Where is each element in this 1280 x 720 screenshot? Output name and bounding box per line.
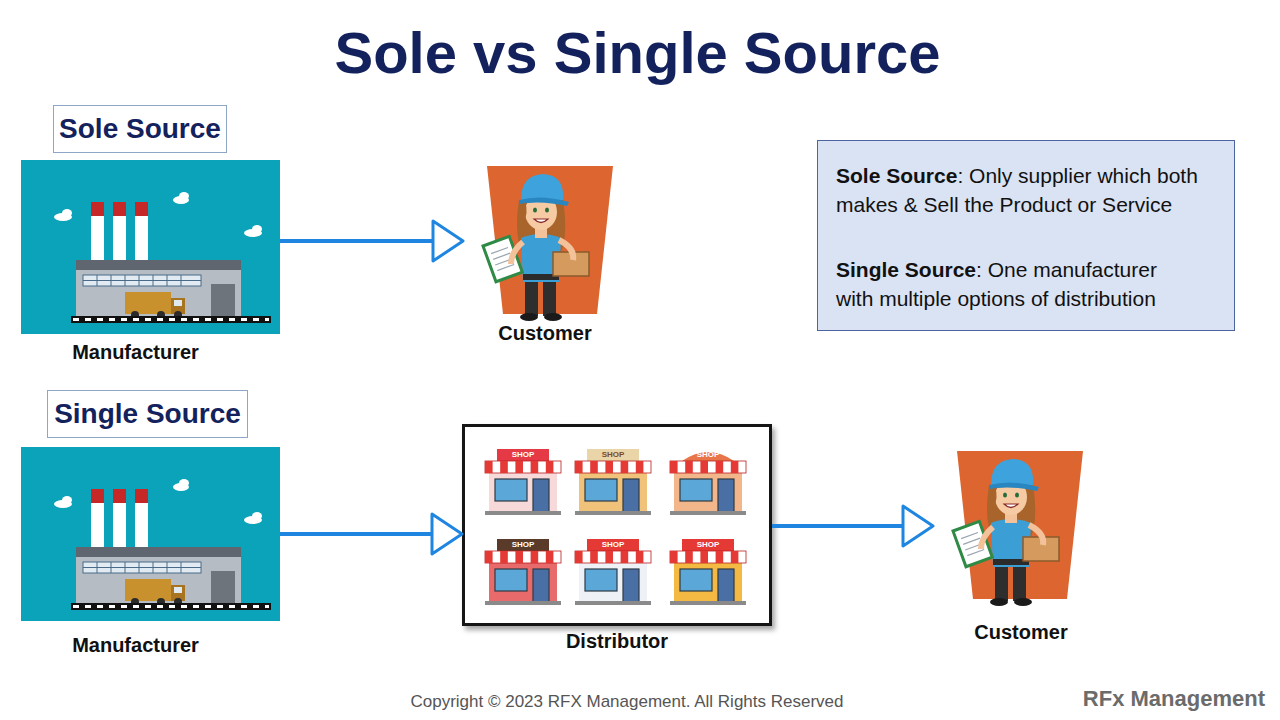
node-caption: Manufacturer	[6, 634, 265, 656]
shop-sign-text: SHOP	[587, 539, 639, 551]
shop-building	[670, 551, 746, 605]
shop-sign	[497, 539, 549, 551]
shop-illustration	[575, 539, 651, 605]
node-caption: Customer	[944, 621, 1098, 643]
shop-illustration	[485, 449, 561, 515]
shop-sign-text: SHOP	[497, 539, 549, 551]
term-name: Single Source	[836, 258, 976, 281]
shop-node: SHOP	[670, 539, 746, 607]
shop-building	[485, 461, 561, 515]
shop-node: SHOP	[575, 449, 651, 517]
shop-node: SHOP	[485, 449, 561, 517]
shop-building	[575, 551, 651, 605]
shop-sign-text: SHOP	[682, 539, 734, 551]
shop-node: SHOP	[575, 539, 651, 607]
section-tag: Sole Source	[53, 105, 227, 153]
section-title: Single Source	[54, 398, 241, 430]
term-name: Sole Source	[836, 164, 957, 187]
shop-building	[575, 461, 651, 515]
shop-building	[485, 551, 561, 605]
customer-node: Customer	[933, 445, 1087, 607]
shop-illustration	[670, 452, 746, 515]
definition-paragraph: Sole Source: Only supplier which both ma…	[836, 161, 1221, 219]
definition-box: Sole Source: Only supplier which both ma…	[817, 140, 1235, 331]
definition-paragraph: Single Source: One manufacturer with mul…	[836, 255, 1196, 313]
copyright-note: Copyright © 2023 RFX Management. All Rig…	[0, 692, 1254, 712]
flow-arrow	[772, 524, 933, 528]
brand-watermark: RFx Management	[1000, 686, 1265, 712]
flow-arrow	[280, 532, 462, 536]
shop-sign	[587, 449, 639, 461]
shop-sign-text: SHOP	[497, 449, 549, 461]
node-caption: Customer	[468, 322, 622, 344]
shop-sign	[587, 539, 639, 551]
node-caption: Manufacturer	[6, 341, 265, 363]
shop-illustration	[670, 539, 746, 605]
shop-node: SHOP	[670, 449, 746, 517]
shop-sign	[497, 449, 549, 461]
shop-building	[670, 461, 746, 515]
shop-sign-text: SHOP	[587, 449, 639, 461]
customer-illustration	[953, 451, 1083, 606]
diagram-title: Sole vs Single Source	[0, 18, 1275, 88]
customer-node: Customer	[463, 160, 617, 322]
distributor-box: DistributorSHOPSHOPSHOPSHOPSHOPSHOP	[462, 424, 772, 626]
shop-node: SHOP	[485, 539, 561, 607]
manufacturer-node: Manufacturer	[21, 447, 280, 621]
factory-illustration	[21, 447, 280, 621]
section-title: Sole Source	[59, 113, 221, 145]
shop-illustration	[485, 539, 561, 605]
shop-illustration	[575, 449, 651, 515]
shop-sign-text: SHOP	[682, 449, 734, 461]
node-caption: Distributor	[462, 630, 772, 652]
flow-arrow	[280, 239, 463, 243]
shop-sign	[682, 539, 734, 551]
factory-illustration	[21, 160, 280, 334]
customer-illustration	[483, 166, 613, 321]
section-tag: Single Source	[47, 390, 248, 438]
manufacturer-node: Manufacturer	[21, 160, 280, 334]
